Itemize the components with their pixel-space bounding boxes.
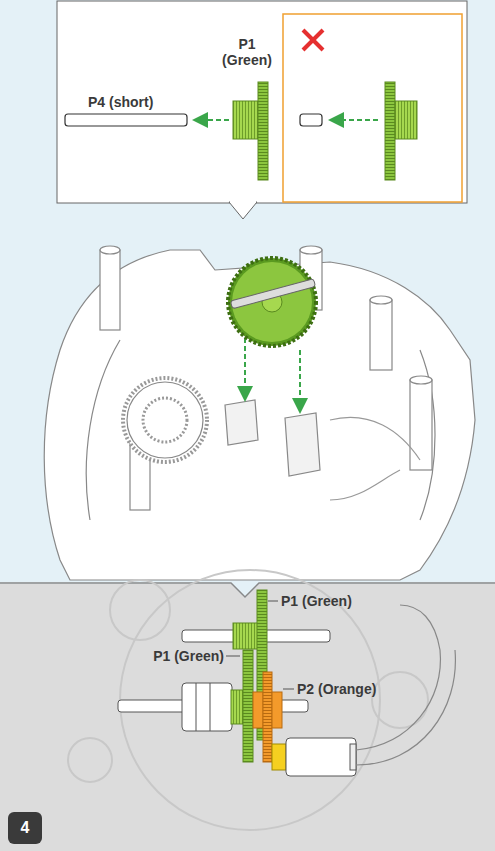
separator [0, 583, 495, 597]
step-badge: 4 [8, 812, 42, 844]
part-label: P1 (Green) [217, 36, 277, 68]
detail-panel [0, 584, 495, 851]
part-label: P1 (Green) [153, 648, 224, 664]
step-number: 4 [8, 819, 42, 837]
part-label: P4 (short) [88, 94, 153, 110]
part-label: P1 (Green) [281, 593, 352, 609]
callout-box [57, 1, 467, 219]
housing [44, 246, 475, 580]
gear-train-schematic [68, 570, 455, 830]
part-label: P2 (Orange) [297, 681, 376, 697]
green-gear [228, 258, 316, 410]
